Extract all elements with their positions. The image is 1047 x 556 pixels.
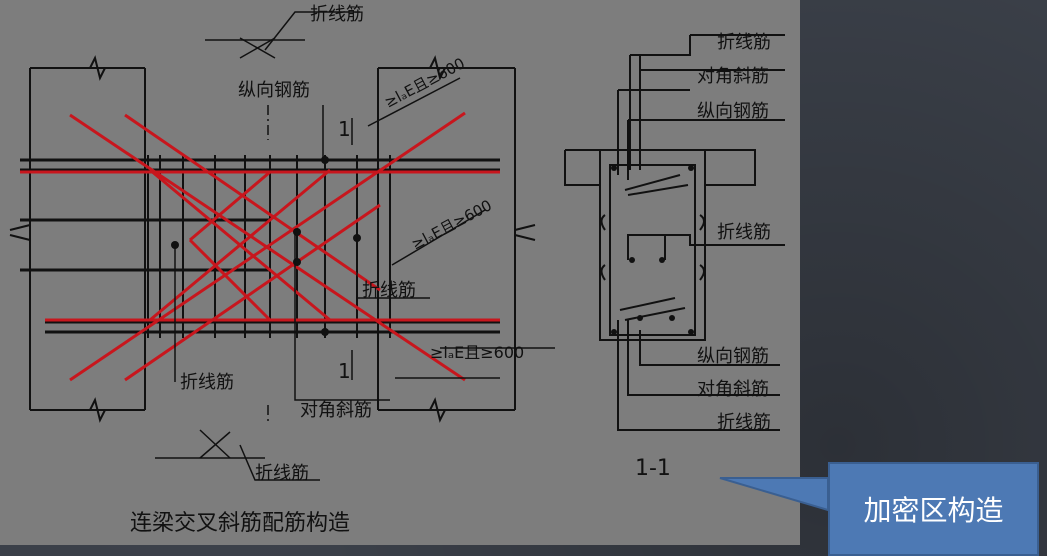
label-section-mark-top: 1 (338, 117, 351, 141)
label-zongxiang-main: 纵向钢筋 (238, 80, 310, 101)
label-zhexian-top: 折线筋 (310, 4, 364, 25)
red-diagonal-bars (20, 111, 500, 382)
label-zhexian-middle: 折线筋 (362, 280, 416, 301)
section-label-zhexian-3: 折线筋 (717, 412, 771, 433)
section-label-zongxiang-1: 纵向钢筋 (697, 101, 769, 122)
label-lae-top: ≥lₐE且≥600 (381, 54, 467, 111)
diagram-title: 连梁交叉斜筋配筋构造 (130, 511, 350, 536)
section-label-zongxiang-2: 纵向钢筋 (697, 346, 769, 367)
label-zhexian-left: 折线筋 (180, 372, 234, 393)
rebar-diagram: 折线筋 纵向钢筋 1 ≥lₐE且≥600 ≥lₐE且≥600 折线筋 ≥lₐE且… (9, 4, 785, 536)
section-title: 1-1 (635, 456, 671, 481)
label-lae-middle: ≥lₐE且≥600 (408, 196, 494, 253)
section-label-duijiao-1: 对角斜筋 (697, 66, 769, 87)
callout-text: 加密区构造 (863, 494, 1004, 527)
label-lae-bottom: ≥lₐE且≥600 (430, 343, 524, 362)
callout-box: 加密区构造 (828, 462, 1039, 556)
label-duijiao-main: 对角斜筋 (300, 400, 372, 421)
section-label-zhexian-2: 折线筋 (717, 222, 771, 243)
label-section-mark-bottom: 1 (338, 359, 351, 383)
section-label-duijiao-2: 对角斜筋 (697, 379, 769, 400)
section-label-zhexian-1: 折线筋 (717, 32, 771, 53)
section-1-1 (564, 34, 785, 431)
black-rebars (20, 158, 500, 334)
label-zhexian-bottom: 折线筋 (255, 463, 309, 484)
